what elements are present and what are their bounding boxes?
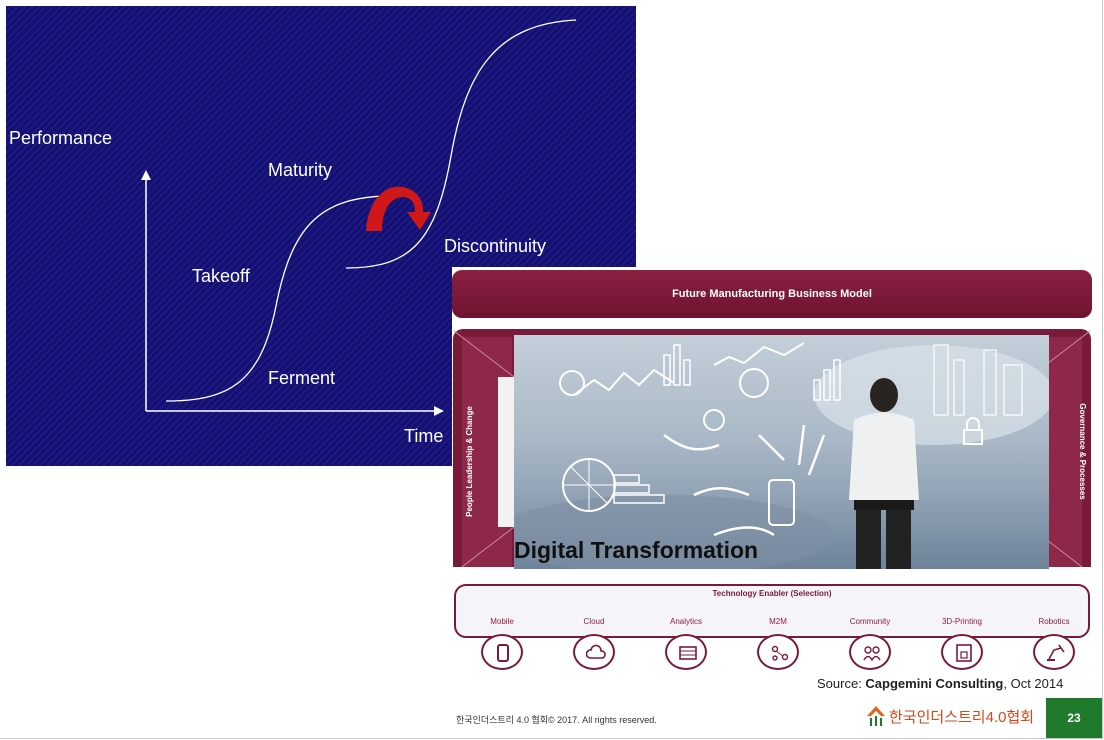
digital-transformation-panel: Future Manufacturing Business Model [452, 267, 1092, 707]
tech-item-analytics: Analytics [646, 617, 726, 670]
y-axis-arrowhead [141, 170, 151, 180]
robotics-icon [1033, 634, 1075, 670]
ferment-label: Ferment [268, 368, 336, 388]
logo-text: 한국인더스트리4.0협회 [889, 708, 1035, 726]
maturity-label: Maturity [268, 160, 333, 180]
tech-label: Mobile [490, 617, 514, 626]
performance-label: Performance [9, 128, 113, 148]
mobile-icon [481, 634, 523, 670]
s-curve-diagram [141, 19, 577, 416]
source-prefix: Source: [817, 676, 866, 691]
tech-item-cloud: Cloud [554, 617, 634, 670]
tech-label: 3D-Printing [941, 617, 982, 626]
digital-transformation-image [514, 335, 1049, 569]
x-axis-arrowhead [434, 406, 444, 416]
business-model-header: Future Manufacturing Business Model [452, 270, 1092, 318]
doodle-illustration [514, 342, 1049, 569]
technology-enabler-title: Technology Enabler (Selection) [712, 589, 832, 598]
tech-label: Cloud [583, 617, 605, 626]
analytics-icon [665, 634, 707, 670]
technology-enabler-box [454, 584, 1090, 638]
tech-label: Robotics [1038, 617, 1070, 626]
left-side-label: People Leadership & Change [464, 406, 474, 517]
source-org: Capgemini Consulting [865, 676, 1004, 691]
businessman-figure [849, 378, 919, 569]
tech-label: Analytics [669, 617, 702, 626]
tech-item-robotics: Robotics [1014, 617, 1094, 670]
digital-transformation-title: Digital Transformation [514, 537, 759, 563]
tech-item-m2m: M2M [738, 617, 818, 670]
community-icon [849, 634, 891, 670]
source-citation: Source: Capgemini Consulting, Oct 2014 [817, 676, 1063, 691]
3d-printing-icon [941, 634, 983, 670]
first-s-curve [165, 195, 392, 402]
tech-item-mobile: Mobile [462, 617, 542, 670]
logo-icon [867, 706, 885, 726]
right-side-label: Governance & Processes [1077, 403, 1087, 500]
source-suffix: , Oct 2014 [1003, 676, 1064, 691]
time-label: Time [404, 426, 444, 446]
second-s-curve [345, 19, 577, 269]
tech-item-community: Community [830, 617, 910, 670]
discontinuity-arrow [366, 186, 431, 231]
tech-item-3d-printing: 3D-Printing [922, 617, 1002, 670]
discontinuity-label: Discontinuity [444, 236, 547, 256]
tech-label: M2M [769, 617, 787, 626]
page-number: 23 [1046, 698, 1102, 738]
tech-label: Community [849, 617, 891, 626]
cloud-icon [573, 634, 615, 670]
takeoff-label: Takeoff [192, 266, 250, 286]
association-logo: 한국인더스트리4.0협회 [866, 705, 1034, 727]
footer-copyright: 한국인더스트리 4.0 협회© 2017. All rights reserve… [456, 715, 657, 725]
m2m-icon [757, 634, 799, 670]
